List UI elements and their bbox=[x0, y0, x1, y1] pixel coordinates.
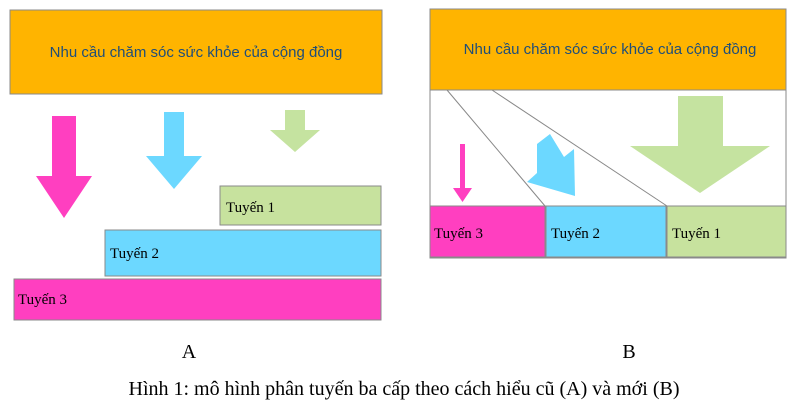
panel-a-tuyen1-label: Tuyến 1 bbox=[226, 200, 275, 216]
panel-b-label: B bbox=[622, 341, 635, 363]
panel-b-tuyen3-label: Tuyến 3 bbox=[434, 226, 483, 242]
panel-b-community-need-text: Nhu cầu chăm sóc sức khỏe của cộng đồng bbox=[464, 41, 757, 58]
panel-b-tuyen2-label: Tuyến 2 bbox=[551, 226, 600, 242]
panel-a-tuyen2-label: Tuyến 2 bbox=[110, 246, 159, 262]
panel-a-green-arrow bbox=[270, 110, 320, 152]
panel-a-tuyen3-label: Tuyến 3 bbox=[18, 292, 67, 308]
panel-b-magenta-arrow bbox=[453, 144, 472, 202]
figure-caption: Hình 1: mô hình phân tuyến ba cấp theo c… bbox=[129, 378, 680, 400]
panel-a-tuyen1-box bbox=[219, 185, 382, 226]
panel-a-community-need-text: Nhu cầu chăm sóc sức khỏe của cộng đồng bbox=[50, 44, 343, 61]
panel-b-community-need-box bbox=[429, 8, 787, 91]
panel-a-label: A bbox=[182, 341, 197, 363]
panel-a-community-need-box bbox=[9, 9, 383, 95]
panel-a-cyan-arrow bbox=[146, 112, 202, 189]
panel-b-tuyen1-label: Tuyến 1 bbox=[672, 226, 721, 242]
panel-a-magenta-arrow bbox=[36, 116, 92, 218]
panel-a-tuyen2-box bbox=[104, 229, 382, 277]
panel-a-tuyen3-box bbox=[13, 278, 382, 321]
panel-b-green-arrow bbox=[630, 96, 770, 193]
panel-b-tuyen3-box bbox=[429, 205, 546, 258]
panel-a: Nhu cầu chăm sóc sức khỏe của cộng đồng … bbox=[9, 9, 383, 363]
panel-b-tuyen1-box bbox=[666, 205, 787, 258]
panel-b-diagonal-right bbox=[491, 89, 668, 207]
panel-b-cyan-arrow bbox=[527, 134, 575, 196]
panel-b: Nhu cầu chăm sóc sức khỏe của cộng đồng … bbox=[429, 8, 787, 363]
panel-b-tuyen2-box bbox=[545, 205, 667, 258]
panel-b-diagonal-left bbox=[446, 89, 546, 207]
